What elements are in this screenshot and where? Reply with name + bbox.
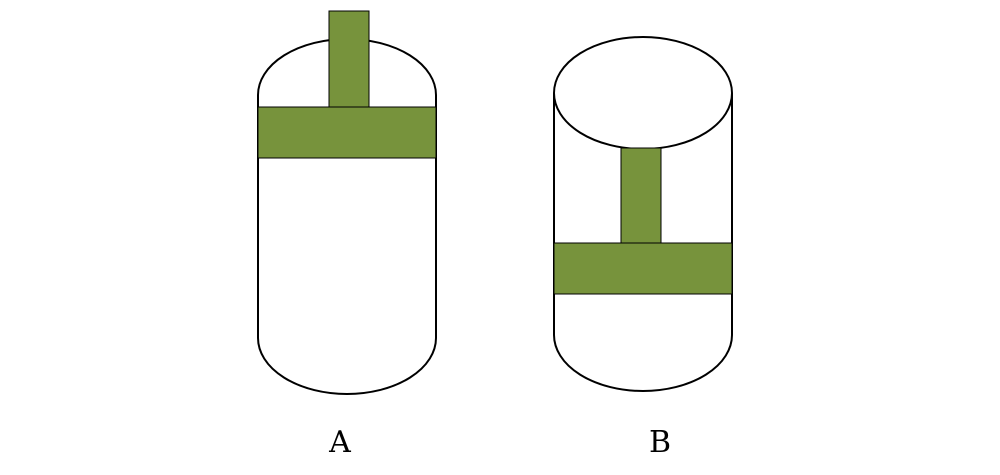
cylinder-b-top-ellipse: [553, 36, 733, 150]
cylinder-b-label: B: [649, 425, 671, 460]
cylinder-a-piston-head: [257, 106, 437, 159]
cylinder-b-piston-head: [553, 242, 733, 295]
cylinder-b: B: [553, 36, 733, 460]
cylinder-a: A: [257, 10, 437, 460]
cylinder-b-piston-rod: [620, 147, 662, 245]
cylinder-a-label: A: [328, 425, 351, 460]
cylinder-a-piston-rod: [328, 10, 370, 108]
